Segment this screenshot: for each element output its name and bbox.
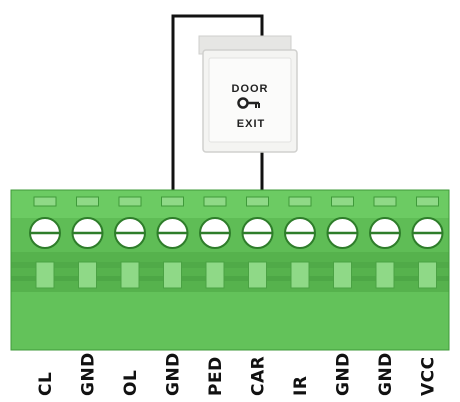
terminal-label-gnd: GND — [164, 352, 184, 396]
wire-to-gnd — [171, 14, 264, 190]
terminal-3 — [114, 196, 146, 289]
terminal-label-ol: OL — [121, 370, 141, 396]
terminal-6 — [241, 196, 274, 289]
terminal-5 — [199, 196, 231, 289]
button-bottom-text: EXIT — [237, 118, 265, 130]
terminal-4 — [156, 196, 189, 289]
terminal-label-car: CAR — [249, 356, 269, 396]
terminal-label-gnd: GND — [79, 352, 99, 396]
terminal-label-gnd: GND — [334, 352, 354, 396]
key-icon — [237, 97, 260, 109]
button-top-text: DOOR — [232, 83, 269, 95]
terminal-7 — [284, 196, 316, 289]
terminal-10 — [411, 196, 444, 289]
terminal-label-ir: IR — [291, 376, 311, 396]
terminal-1 — [29, 196, 61, 289]
terminal-label-ped: PED — [206, 356, 226, 396]
terminal-2 — [71, 196, 104, 289]
terminal-label-cl: CL — [36, 372, 56, 396]
door-exit-button: DOOR EXIT — [198, 35, 298, 153]
terminal-label-vcc: VCC — [419, 356, 439, 396]
terminal-block — [10, 189, 450, 351]
terminal-labels: CL GND OL GND PED CAR IR GND GND VCC — [36, 352, 439, 396]
terminal-8 — [326, 196, 359, 289]
terminal-9 — [369, 196, 401, 289]
terminal-label-gnd: GND — [376, 352, 396, 396]
